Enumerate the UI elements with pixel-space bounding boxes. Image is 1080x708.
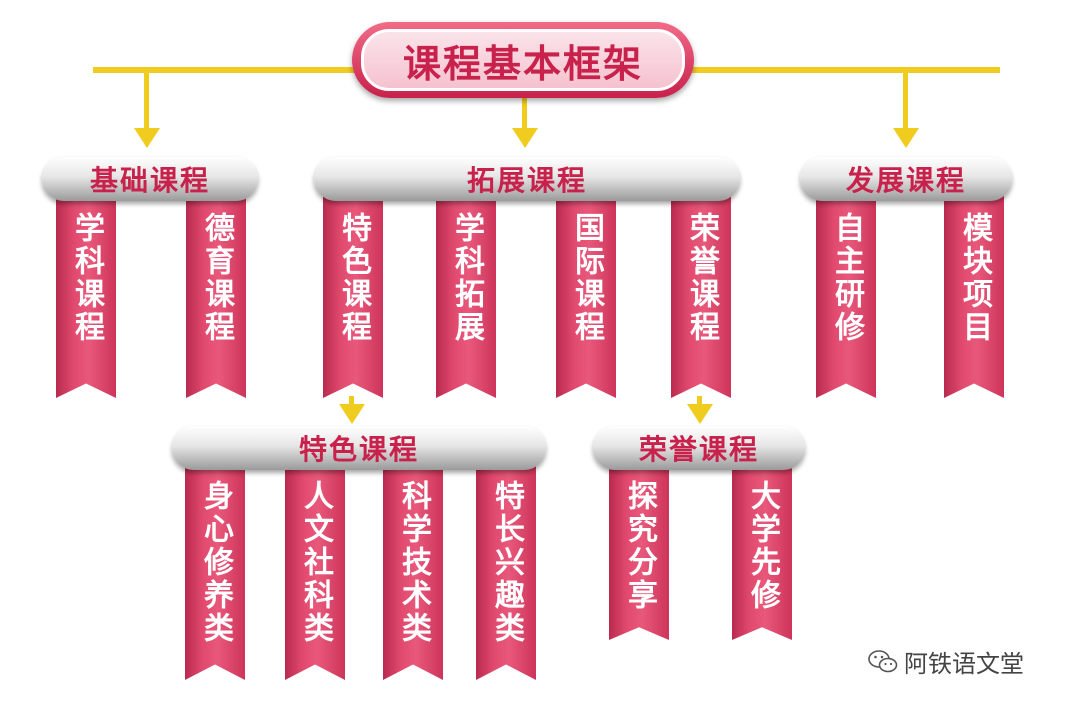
connector-tese [349,396,354,406]
arrow-middle-icon [512,128,538,148]
arrow-tese-icon [339,404,365,424]
ribbon-tese-kecheng: 特色课程 [323,190,383,398]
ribbon-daxue-xianxiu: 大学先修 [732,458,792,640]
node-tuozhan-kecheng: 拓展课程 [314,157,740,201]
root-title: 课程基本框架 [361,29,685,91]
root-node: 课程基本框架 [352,22,694,98]
ribbon-kexue-jishu: 科学技术类 [383,458,443,680]
ribbon-rongyu-kecheng: 荣誉课程 [671,190,731,398]
node-fazhan-kecheng: 发展课程 [800,157,1012,201]
wechat-icon [868,649,898,672]
ribbon-tanjiu-fenxiang: 探究分享 [609,458,669,640]
ribbon-renwen-sheke: 人文社科类 [285,458,345,680]
arrow-rongyu-icon [687,404,713,424]
arrow-left-icon [134,128,160,148]
ribbon-zizhu-yanxiu: 自主研修 [816,190,876,398]
ribbon-xueke-kecheng: 学科课程 [56,190,116,398]
ribbon-deyu-kecheng: 德育课程 [186,190,246,398]
watermark-text: 阿铁语文堂 [904,650,1024,678]
watermark: 阿铁语文堂 [868,644,1024,679]
ribbon-shenxin-xiuyang: 身心修养类 [185,458,245,680]
connector-middle [522,98,527,129]
connector-right [903,73,908,129]
node-rongyu-kecheng: 荣誉课程 [593,426,805,470]
ribbon-techang-xingqu: 特长兴趣类 [476,458,536,680]
node-jichu-kecheng: 基础课程 [42,157,258,201]
ribbon-guoji-kecheng: 国际课程 [556,190,616,398]
ribbon-mokuai-xiangmu: 模块项目 [944,190,1004,398]
ribbon-xueke-tuozhan: 学科拓展 [436,190,496,398]
connector-left [144,73,149,129]
node-tese-kecheng: 特色课程 [172,426,546,470]
connector-rongyu [697,396,702,406]
arrow-right-icon [893,128,919,148]
